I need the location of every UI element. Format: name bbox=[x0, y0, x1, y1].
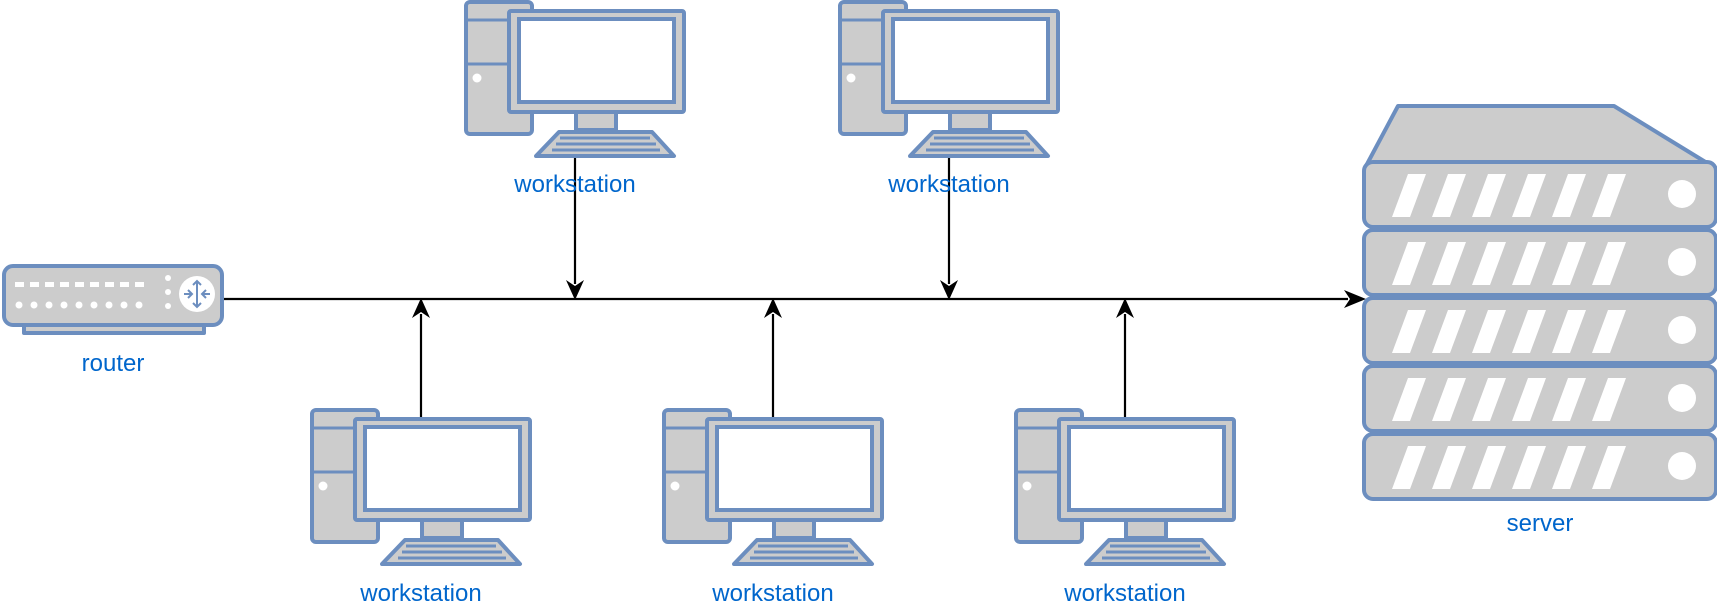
server-label: server bbox=[1507, 510, 1574, 537]
router-label: router bbox=[82, 350, 145, 377]
workstation-label: workstation bbox=[359, 580, 481, 607]
desktop-computer-icon bbox=[838, 0, 1060, 158]
workstation-label: workstation bbox=[711, 580, 833, 607]
desktop-computer-icon bbox=[1014, 408, 1236, 566]
router-node[interactable]: router bbox=[2, 264, 224, 377]
workstation-label: workstation bbox=[1063, 580, 1185, 607]
workstation-top-2[interactable]: workstation bbox=[838, 0, 1060, 198]
desktop-computer-icon bbox=[662, 408, 884, 566]
connector-top-workstation-1 bbox=[566, 158, 584, 300]
router-icon bbox=[2, 264, 224, 335]
connector-bottom-workstation-3 bbox=[1116, 298, 1134, 417]
workstation-top-1[interactable]: workstation bbox=[464, 0, 686, 198]
workstation-bottom-2[interactable]: workstation bbox=[662, 408, 884, 607]
desktop-computer-icon bbox=[464, 0, 686, 158]
connector-top-workstation-2 bbox=[940, 158, 958, 300]
workstation-label: workstation bbox=[513, 171, 635, 198]
workstation-bottom-1[interactable]: workstation bbox=[310, 408, 532, 607]
connector-bottom-workstation-1 bbox=[412, 298, 430, 417]
desktop-computer-icon bbox=[310, 408, 532, 566]
workstation-label: workstation bbox=[887, 171, 1009, 198]
bus-connector bbox=[222, 290, 1366, 308]
server-node[interactable]: server bbox=[1362, 104, 1717, 537]
connector-bottom-workstation-2 bbox=[764, 298, 782, 417]
server-rack-icon bbox=[1362, 104, 1717, 501]
workstation-bottom-3[interactable]: workstation bbox=[1014, 408, 1236, 607]
